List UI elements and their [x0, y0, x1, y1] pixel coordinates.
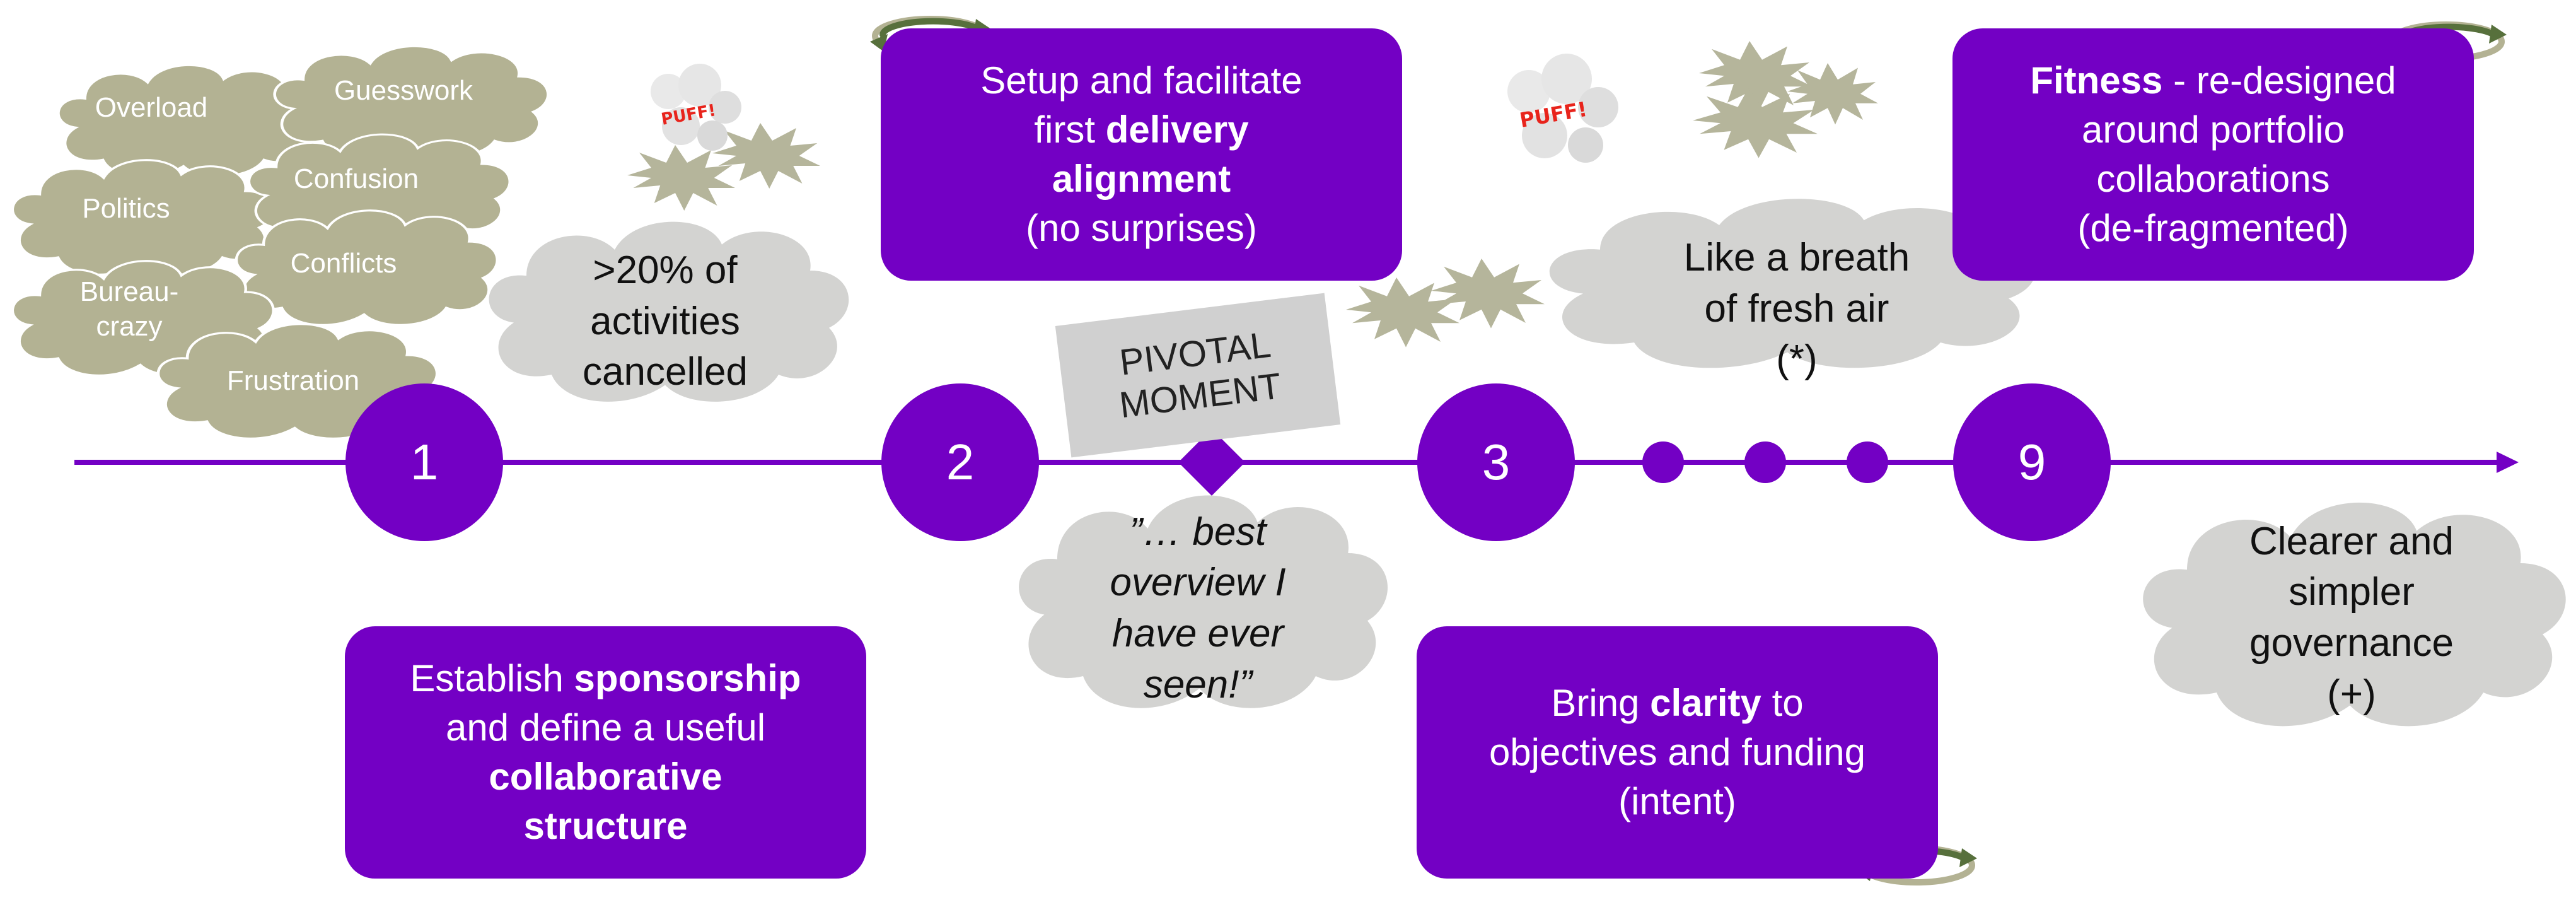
box2-bold-delivery: delivery: [1105, 108, 1249, 151]
activities-line-3: cancelled: [583, 350, 748, 394]
governance-line-4: (+): [2327, 672, 2376, 716]
timeline-arrowhead: [2497, 452, 2519, 473]
olive-label-conflicts: Conflicts: [290, 247, 397, 279]
milestone-3: 3: [1417, 383, 1575, 541]
box2-text-2: first: [1034, 108, 1106, 151]
burst-1: [627, 145, 735, 211]
cloud-text-governance: Clearer and simpler governance (+): [2169, 514, 2534, 722]
olive-label-overload: Overload: [95, 91, 208, 123]
box3-bold-clarity: clarity: [1650, 682, 1761, 724]
activities-line-2: activities: [590, 299, 740, 343]
step-box-3: Bring clarity to objectives and funding …: [1417, 626, 1938, 879]
governance-line-1: Clearer and: [2249, 519, 2454, 563]
overview-line-4: seen!”: [1143, 662, 1253, 706]
box4-text-2: around portfolio: [2082, 108, 2345, 151]
box4-text-4: (de-fragmented): [2077, 207, 2349, 249]
box1-bold-collaborative: collaborative: [489, 756, 722, 798]
ellipsis-dot-3: [1847, 441, 1888, 483]
governance-line-2: simpler: [2289, 570, 2415, 614]
box3-text-1a: Bring: [1551, 682, 1651, 724]
box3-text-2: objectives and funding: [1488, 731, 1866, 773]
box4-text-1: - re-designed: [2162, 59, 2396, 102]
milestone-2: 2: [881, 383, 1039, 541]
pivotal-diamond: [1178, 429, 1245, 496]
burst-2: [712, 123, 820, 189]
box2-bold-alignment: alignment: [1052, 158, 1231, 200]
olive-label-bureau: Bureau-crazy: [47, 271, 211, 347]
puff-explosion-1: PUFF!: [651, 64, 741, 151]
olive-label-bureau-text: Bureau-crazy: [79, 276, 179, 342]
box2-text-1: Setup and facilitate: [980, 59, 1303, 102]
fresh-air-line-1: Like a breath: [1683, 236, 1910, 280]
box1-bold-sponsorship: sponsorship: [574, 657, 801, 699]
box3-text-3: (intent): [1618, 780, 1736, 822]
ellipsis-dot-1: [1642, 441, 1684, 483]
overview-line-2: overview I: [1110, 561, 1286, 605]
step-box-1: Establish sponsorship and define a usefu…: [345, 626, 866, 879]
fresh-air-line-2: of fresh air: [1704, 286, 1889, 330]
olive-label-frustration: Frustration: [226, 365, 360, 396]
ellipsis-dot-2: [1744, 441, 1786, 483]
box1-text-2: and define a useful: [445, 706, 766, 749]
olive-label-politics: Politics: [82, 192, 170, 224]
milestone-9: 9: [1953, 383, 2111, 541]
box4-text-3: collaborations: [2096, 158, 2330, 200]
governance-line-3: governance: [2249, 621, 2454, 665]
box1-text-1: Establish: [410, 657, 574, 699]
olive-label-confusion: Confusion: [293, 163, 419, 194]
step-box-2: Setup and facilitate first delivery alig…: [881, 28, 1402, 281]
puff-explosion-2: PUFF!: [1507, 54, 1618, 163]
step-box-9: Fitness - re-designed around portfolio c…: [1952, 28, 2474, 281]
cloud-text-fresh-air: Like a breath of fresh air (*): [1576, 230, 2017, 388]
burst-7: [1693, 88, 1818, 158]
overview-line-3: have ever: [1111, 612, 1284, 655]
milestone-1: 1: [345, 383, 503, 541]
cloud-text-overview: ”… best overview I have ever seen!”: [1047, 505, 1349, 713]
cloud-text-activities: >20% of activities cancelled: [511, 240, 820, 404]
olive-label-guesswork: Guesswork: [334, 74, 473, 106]
fresh-air-line-3: (*): [1776, 337, 1818, 382]
box3-text-1c: to: [1761, 682, 1804, 724]
box1-bold-structure: structure: [523, 805, 688, 847]
activities-line-1: >20% of: [593, 248, 738, 293]
box4-bold-fitness: Fitness: [2030, 59, 2163, 102]
box2-text-4: (no surprises): [1026, 207, 1257, 249]
overview-line-1: ”… best: [1129, 510, 1267, 554]
